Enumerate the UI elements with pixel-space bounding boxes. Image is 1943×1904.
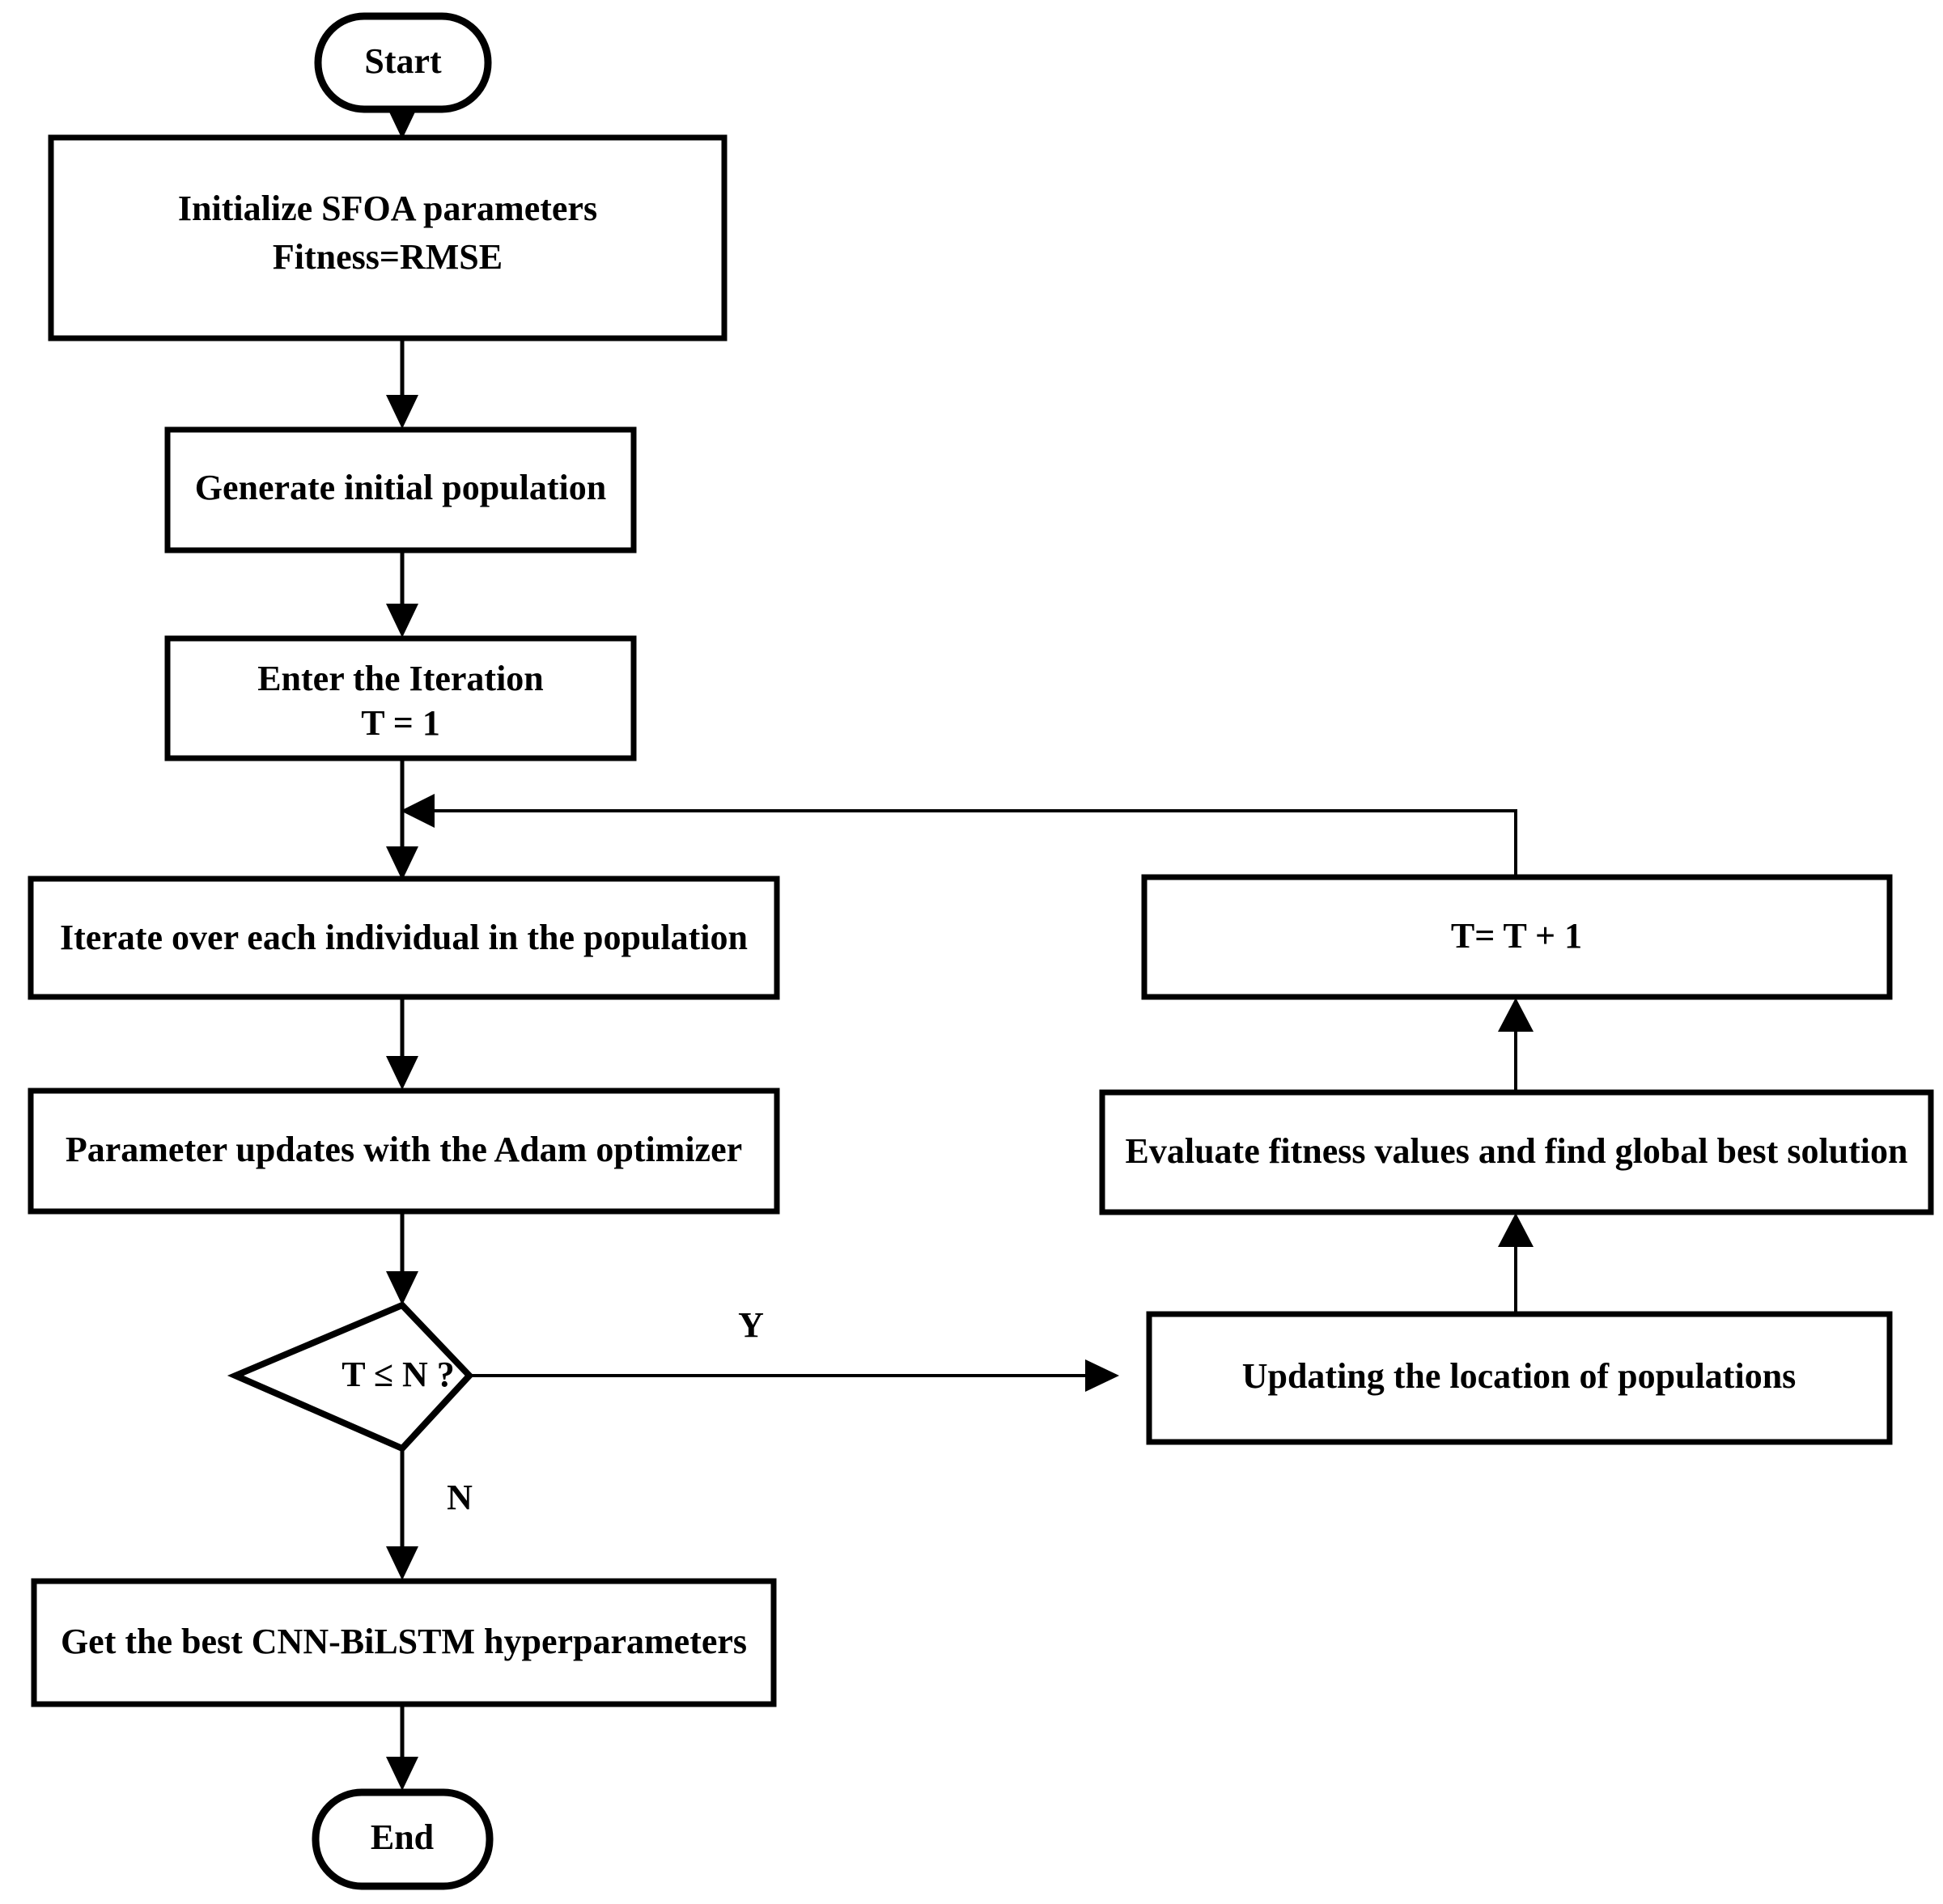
edge-increment-feedback-loop <box>401 794 1517 876</box>
node-generate-population-label: Generate initial population <box>195 468 606 507</box>
node-parameter-updates-label: Parameter updates with the Adam optimize… <box>66 1130 742 1169</box>
edge-label-yes: Y <box>738 1305 764 1345</box>
node-increment-t[interactable]: T= T + 1 <box>1141 874 1893 1000</box>
node-start-label: Start <box>364 41 442 81</box>
edge-update-locations-to-evaluate <box>1498 1213 1534 1314</box>
node-iterate-individuals[interactable]: Iterate over each individual in the popu… <box>28 876 780 1000</box>
node-enter-iteration[interactable]: Enter the Iteration T = 1 <box>164 635 637 761</box>
edge-label-no: N <box>447 1478 473 1517</box>
node-end-label: End <box>371 1817 434 1857</box>
node-enter-iteration-line2: T = 1 <box>361 703 440 743</box>
node-evaluate-fitness-label: Evaluate fitness values and find global … <box>1126 1131 1908 1171</box>
node-increment-label: T= T + 1 <box>1451 916 1582 956</box>
edge-generate-to-enter-iteration <box>386 550 418 638</box>
node-end[interactable]: End <box>312 1788 494 1890</box>
node-parameter-updates[interactable]: Parameter updates with the Adam optimize… <box>28 1088 780 1215</box>
edge-iterate-to-parameter-updates <box>386 997 418 1090</box>
node-evaluate-fitness[interactable]: Evaluate fitness values and find global … <box>1099 1089 1934 1215</box>
node-generate-population[interactable]: Generate initial population <box>164 426 637 553</box>
edge-decision-yes-to-update-locations <box>469 1359 1119 1392</box>
edge-decision-no-to-get-best <box>386 1448 418 1580</box>
node-decision-label: T ≤ N ? <box>342 1355 454 1394</box>
edge-parameter-updates-to-decision <box>386 1211 418 1305</box>
node-initialize-sfoa[interactable]: Initialize SFOA parameters Fitness=RMSE <box>48 134 728 341</box>
node-get-best-label: Get the best CNN-BiLSTM hyperparameters <box>61 1622 747 1661</box>
node-update-locations[interactable]: Updating the location of populations <box>1146 1311 1893 1445</box>
edge-initialize-to-generate <box>386 338 418 429</box>
edge-evaluate-to-increment <box>1498 998 1534 1091</box>
node-iterate-individuals-label: Iterate over each individual in the popu… <box>60 918 748 957</box>
node-get-best-hyperparameters[interactable]: Get the best CNN-BiLSTM hyperparameters <box>31 1578 777 1707</box>
edge-enter-iteration-to-iterate <box>386 758 418 880</box>
node-update-locations-label: Updating the location of populations <box>1242 1356 1797 1396</box>
node-initialize-line1: Initialize SFOA parameters <box>178 189 597 228</box>
node-enter-iteration-line1: Enter the Iteration <box>257 659 544 698</box>
node-initialize-line2: Fitness=RMSE <box>273 237 503 277</box>
node-decision-t-le-n[interactable]: T ≤ N ? <box>227 1301 474 1452</box>
node-start[interactable]: Start <box>314 12 492 113</box>
edge-get-best-to-end <box>386 1704 418 1791</box>
